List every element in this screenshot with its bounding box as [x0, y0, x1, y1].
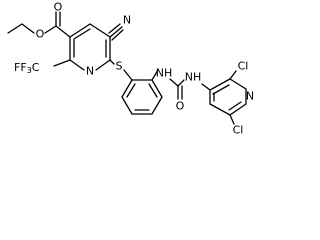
bond	[111, 29, 124, 41]
bond	[151, 79, 163, 98]
bond	[169, 78, 179, 87]
chlorine-top-label: Cl	[238, 60, 249, 73]
bond	[123, 69, 133, 81]
amide-nh-left-label: NH	[156, 67, 173, 80]
bond	[126, 83, 136, 98]
bond	[209, 78, 231, 91]
bond	[229, 78, 247, 90]
nitrile-nitrogen-label: N	[123, 14, 131, 27]
ester-oxygen-top-label: O	[54, 1, 63, 14]
bond	[151, 69, 159, 81]
bond	[21, 23, 35, 34]
amide-nh-right-label: NH	[185, 71, 202, 84]
bond	[177, 79, 185, 87]
right-ring-nitrogen-label: N	[246, 90, 254, 103]
bond	[55, 25, 71, 38]
cf3-label: FF3C	[14, 61, 40, 75]
bond	[108, 23, 121, 34]
bond	[7, 23, 23, 34]
bond	[201, 83, 211, 91]
bond	[212, 84, 230, 95]
bond	[44, 25, 57, 34]
cf3-f: F	[14, 61, 20, 74]
carbonyl-oxygen-label: O	[176, 100, 185, 113]
cf3-f-2: F	[20, 61, 26, 74]
bond	[229, 103, 247, 116]
pyridine-nitrogen-label: N	[86, 65, 94, 78]
bond	[95, 59, 111, 71]
bond	[109, 26, 123, 38]
bonds	[7, 11, 247, 125]
bond	[73, 28, 91, 40]
bond	[151, 96, 163, 115]
bond	[53, 59, 71, 67]
bond	[229, 114, 235, 125]
bond	[121, 79, 133, 98]
bond	[121, 96, 133, 115]
bond	[229, 70, 237, 80]
bond	[69, 59, 85, 71]
chemical-structure: O O N N FF3C S NH NH O N Cl Cl	[7, 1, 254, 137]
chlorine-bottom-label: Cl	[233, 124, 244, 137]
bond	[69, 23, 91, 38]
sulfur-label: S	[116, 60, 123, 73]
atom-labels: O O N N FF3C S NH NH O N Cl Cl	[14, 1, 254, 137]
cf3-c: C	[32, 61, 40, 74]
bond	[109, 59, 115, 65]
cf3-subscript: 3	[27, 66, 32, 75]
bond	[89, 23, 111, 38]
bond	[148, 83, 158, 98]
bond	[209, 103, 231, 116]
ester-oxygen-ring-label: O	[36, 28, 45, 41]
bond	[228, 101, 242, 111]
